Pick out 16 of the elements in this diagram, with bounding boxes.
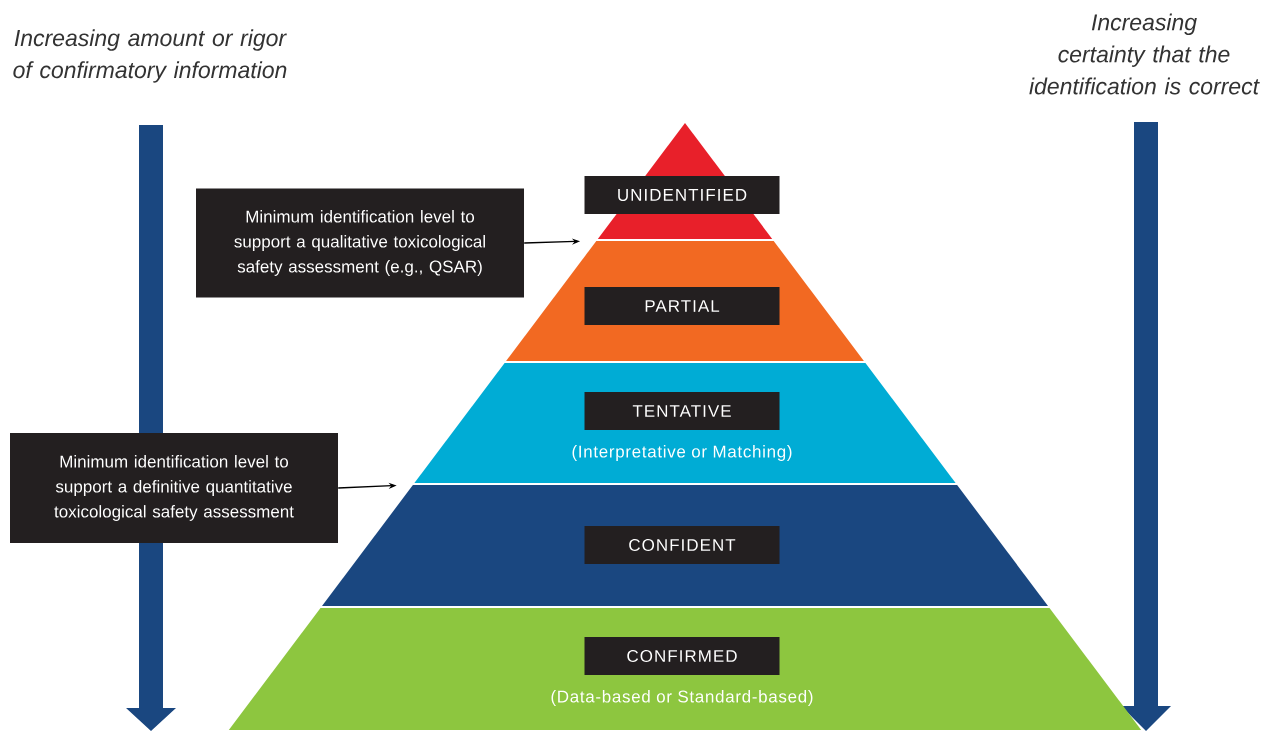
pyramid-band: [584, 123, 780, 239]
axis-caption: Increasing amount or rigor of confirmatory information: [13, 29, 287, 83]
level-subtitle: (Data-based or Standard-based): [551, 690, 813, 706]
note-box: Minimum identification level to support a qualitative toxicological safety assessment (e.g., QSAR): [196, 188, 524, 298]
level-subtitle: (Interpretative or Matching): [572, 445, 792, 461]
level-label: PARTIAL: [584, 287, 780, 325]
level-label: UNIDENTIFIED: [584, 176, 780, 214]
note-box: Minimum identification level to support a definitive quantitative toxicological safety assessment: [10, 433, 338, 543]
level-label: TENTATIVE: [584, 392, 780, 430]
pyramid-band: [228, 608, 1142, 730]
pyramid-band: [322, 485, 1048, 606]
pyramid-band: [414, 363, 956, 483]
pyramid-band: [506, 241, 864, 361]
level-label: CONFIRMED: [584, 637, 780, 675]
level-label: CONFIDENT: [584, 526, 780, 564]
axis-caption: Increasing certainty that the identification is correct: [1029, 13, 1260, 95]
